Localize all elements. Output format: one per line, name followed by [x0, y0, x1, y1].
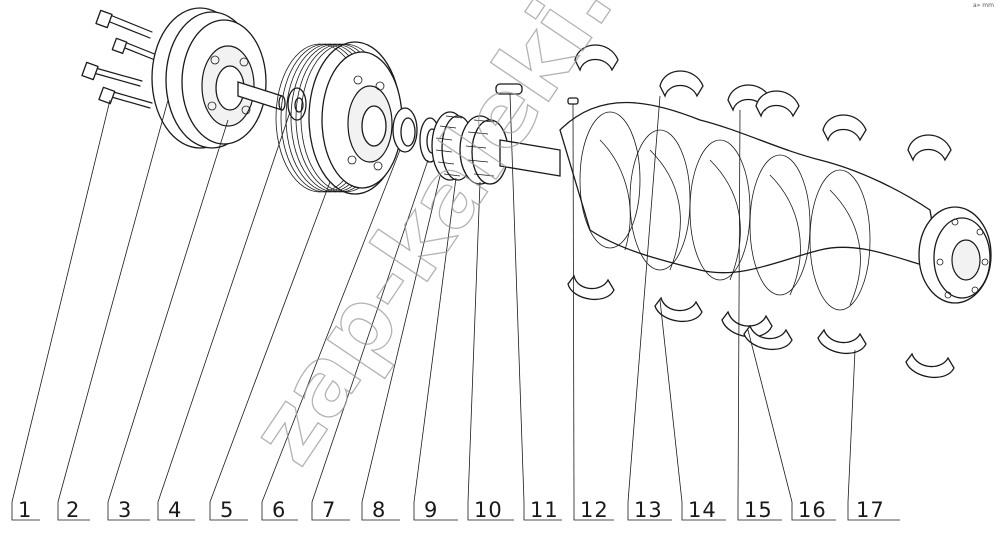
callout-11: 11: [530, 498, 559, 522]
upper-bearing-shells: [574, 44, 952, 162]
hub-shaft: [237, 81, 286, 111]
callout-5: 5: [220, 498, 234, 522]
callout-15: 15: [744, 498, 773, 522]
leader-lines: [11, 93, 900, 521]
callout-7: 7: [322, 498, 336, 522]
callout-labels: 1 2 3 4 5 6 7 8 9 10 11 12 13 14 15 16 1…: [18, 498, 885, 522]
callout-13: 13: [634, 498, 663, 522]
callout-14: 14: [688, 498, 717, 522]
callout-1: 1: [18, 498, 32, 522]
main-pulley: [275, 41, 403, 195]
oil-seal: [392, 107, 418, 153]
callout-17: 17: [856, 498, 885, 522]
callout-10: 10: [474, 498, 503, 522]
callout-12: 12: [580, 498, 609, 522]
callout-16: 16: [798, 498, 827, 522]
callout-4: 4: [168, 498, 182, 522]
callout-3: 3: [118, 498, 132, 522]
woodruff-key: [495, 83, 523, 95]
damper-pulley: [151, 7, 267, 149]
callout-6: 6: [272, 498, 286, 522]
callout-8: 8: [372, 498, 386, 522]
crankshaft: [499, 101, 992, 311]
callout-9: 9: [424, 498, 438, 522]
corner-mark: a» mm: [973, 2, 994, 9]
pulley-bolts: [81, 9, 158, 109]
callout-2: 2: [66, 498, 80, 522]
lower-bearing-shells: [567, 274, 955, 378]
